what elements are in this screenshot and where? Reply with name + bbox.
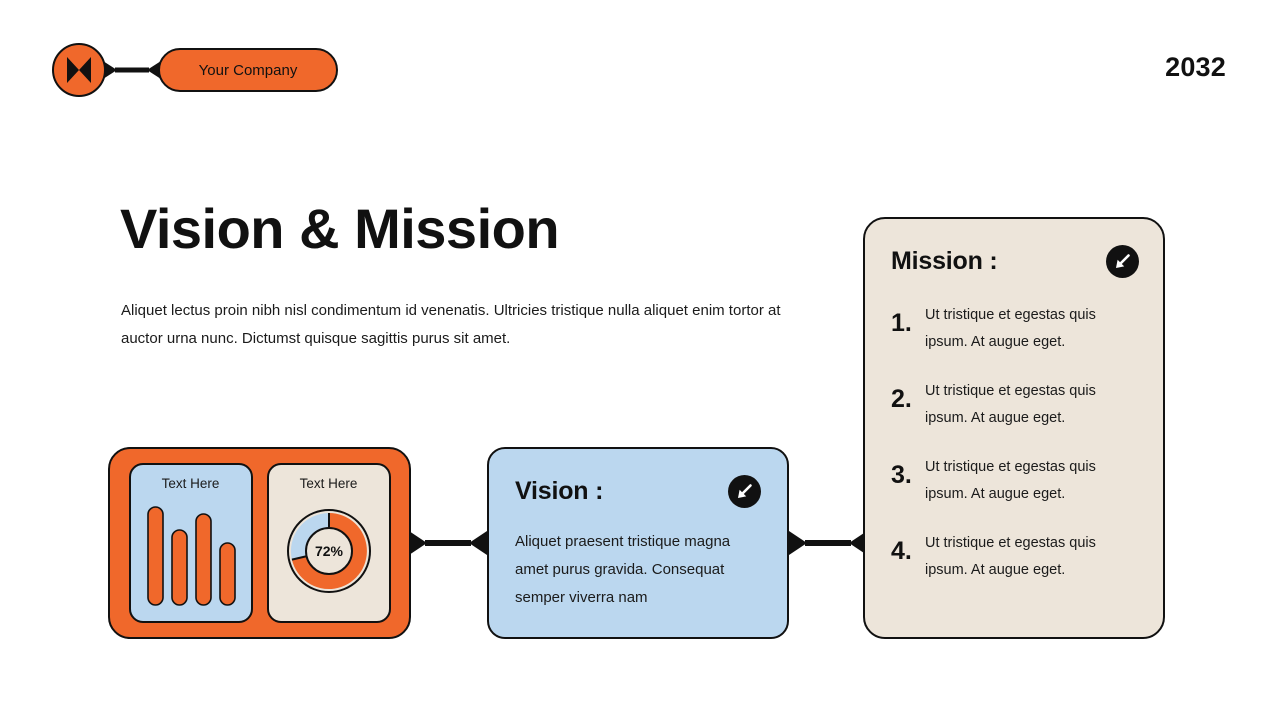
bar-chart-panel: Text Here: [128, 463, 253, 623]
list-item: 3. Ut tristique et egestas quis ipsum. A…: [891, 454, 1139, 508]
brand-logo[interactable]: [52, 43, 106, 97]
vision-card: Vision : Aliquet praesent tristique magn…: [487, 447, 789, 639]
brand-row: Your Company: [52, 43, 338, 97]
mission-card-title: Mission :: [891, 247, 998, 275]
company-name-label: Your Company: [198, 61, 298, 79]
mission-item-text: Ut tristique et egestas quis ipsum. At a…: [925, 307, 1096, 350]
mission-item-text: Ut tristique et egestas quis ipsum. At a…: [925, 535, 1096, 578]
page-title: Vision & Mission: [120, 196, 560, 260]
mission-arrow-badge[interactable]: [1106, 245, 1139, 278]
connector-vision-to-mission: [789, 530, 867, 556]
mission-item-number: 1.: [891, 309, 912, 337]
year-label: 2032: [1165, 52, 1226, 82]
vision-card-header: Vision :: [515, 475, 761, 508]
vision-arrow-badge[interactable]: [728, 475, 761, 508]
mission-item-number: 2.: [891, 385, 912, 413]
bar-chart-label: Text Here: [161, 476, 220, 491]
mission-card: Mission : 1. Ut tristique et egestas qui…: [863, 217, 1165, 639]
connector-stats-to-vision: [409, 530, 487, 556]
mission-item-number: 4.: [891, 537, 912, 565]
list-item: 4. Ut tristique et egestas quis ipsum. A…: [891, 530, 1139, 584]
donut-chart: 72%: [277, 499, 381, 608]
vision-card-body: Aliquet praesent tristique magna amet pu…: [515, 533, 731, 606]
donut-chart-label: Text Here: [299, 476, 358, 491]
donut-chart-panel: Text Here 72%: [266, 463, 391, 623]
list-item: 2. Ut tristique et egestas quis ipsum. A…: [891, 378, 1139, 432]
stats-card: Text Here Text Here: [108, 447, 411, 639]
vision-card-title: Vision :: [515, 477, 604, 505]
company-name-pill[interactable]: Your Company: [158, 48, 338, 92]
mission-item-text: Ut tristique et egestas quis ipsum. At a…: [925, 383, 1096, 426]
mission-item-text: Ut tristique et egestas quis ipsum. At a…: [925, 459, 1096, 502]
bar-chart: [142, 501, 240, 614]
mission-list: 1. Ut tristique et egestas quis ipsum. A…: [891, 302, 1139, 584]
list-item: 1. Ut tristique et egestas quis ipsum. A…: [891, 302, 1139, 356]
mission-item-number: 3.: [891, 461, 912, 489]
brand-connector: [103, 59, 161, 81]
arrow-down-left-icon: [735, 482, 754, 501]
intro-paragraph: Aliquet lectus proin nibh nisl condiment…: [121, 302, 781, 347]
bowtie-logo-icon: [65, 55, 93, 85]
donut-value-label: 72%: [314, 543, 343, 559]
arrow-down-left-icon: [1113, 252, 1132, 271]
mission-card-header: Mission :: [891, 245, 1139, 278]
